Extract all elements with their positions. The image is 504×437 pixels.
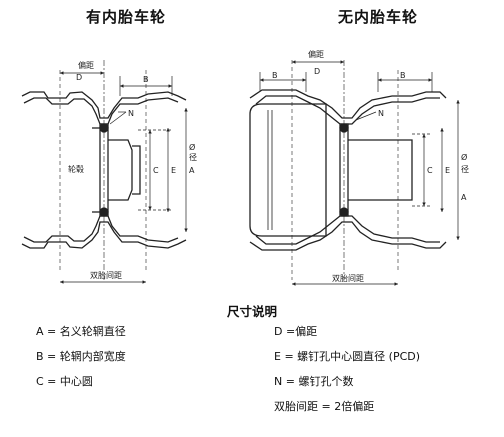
left-C-label: C xyxy=(153,166,159,175)
right-dual-spacing-label: 双胎间距 xyxy=(332,273,364,283)
tubeless-wheel-labels: 偏距 D B B N C E A Ø 径 双胎间距 xyxy=(272,49,469,283)
legend-B: B = 轮辋内部宽度 xyxy=(36,350,126,363)
left-N-label: N xyxy=(128,109,134,118)
lower-rim-outer xyxy=(21,221,187,249)
right-B-right-label: B xyxy=(400,71,406,80)
right-B-left-label: B xyxy=(272,71,278,80)
tubeless-upper-rim-outer xyxy=(249,89,447,119)
right-N-label: N xyxy=(378,109,384,118)
tubeless-wheel-dimensions xyxy=(259,60,460,286)
legend-N: N = 螺钉孔个数 xyxy=(274,375,354,388)
tube-wheel-dimensions xyxy=(60,71,188,284)
right-offset-label: 偏距 xyxy=(308,49,324,59)
tubeless-wheel-drawing xyxy=(249,60,447,280)
upper-rim-outer xyxy=(21,91,187,119)
tubeless-rim-drum xyxy=(249,103,327,237)
left-E-label: E xyxy=(171,166,176,175)
tubeless-wheel-title: 无内胎车轮 xyxy=(337,8,418,26)
wheel-diagrams: D 偏距 B N 轮毂 C E A Ø 径 双胎间距 xyxy=(21,49,469,286)
right-C-label: C xyxy=(427,166,433,175)
lower-rim-inner xyxy=(23,215,179,243)
right-diameter-label: 径 xyxy=(461,164,469,174)
tubeless-upper-rim-inner xyxy=(255,95,440,125)
legend-A: A = 名义轮辋直径 xyxy=(36,325,126,338)
left-hub-label: 轮毂 xyxy=(68,164,84,174)
legend-E: E = 螺钉孔中心圆直径 (PCD) xyxy=(274,350,421,363)
hub-boss xyxy=(132,145,141,195)
tube-wheel-labels: D 偏距 B N 轮毂 C E A Ø 径 双胎间距 xyxy=(68,60,197,280)
tubeless-hub xyxy=(348,139,413,201)
left-dual-spacing-label: 双胎间距 xyxy=(90,270,122,280)
legend-dual-spacing: 双胎间距 = 2倍偏距 xyxy=(274,400,375,413)
right-D-label: D xyxy=(314,67,320,76)
left-phi-label: Ø xyxy=(189,142,195,152)
left-diameter-label: 径 xyxy=(189,152,197,162)
right-E-label: E xyxy=(445,166,450,175)
legend-C: C = 中心圆 xyxy=(36,375,93,388)
legend-heading: 尺寸说明 xyxy=(226,304,277,319)
right-A-label: A xyxy=(461,193,467,202)
left-A-label: A xyxy=(189,166,195,175)
upper-rim-inner xyxy=(23,97,179,125)
left-B-label: B xyxy=(143,75,149,84)
legend-D: D =偏距 xyxy=(274,325,318,338)
tubeless-lower-rim-outer xyxy=(249,221,447,251)
left-D-label: D xyxy=(76,73,82,82)
left-offset-label: 偏距 xyxy=(78,60,94,70)
hub-drum xyxy=(108,139,133,201)
right-phi-label: Ø xyxy=(461,152,467,162)
with-tube-wheel-title: 有内胎车轮 xyxy=(85,8,166,26)
tubeless-lower-rim-inner xyxy=(255,215,440,245)
tube-wheel-drawing xyxy=(21,60,187,280)
